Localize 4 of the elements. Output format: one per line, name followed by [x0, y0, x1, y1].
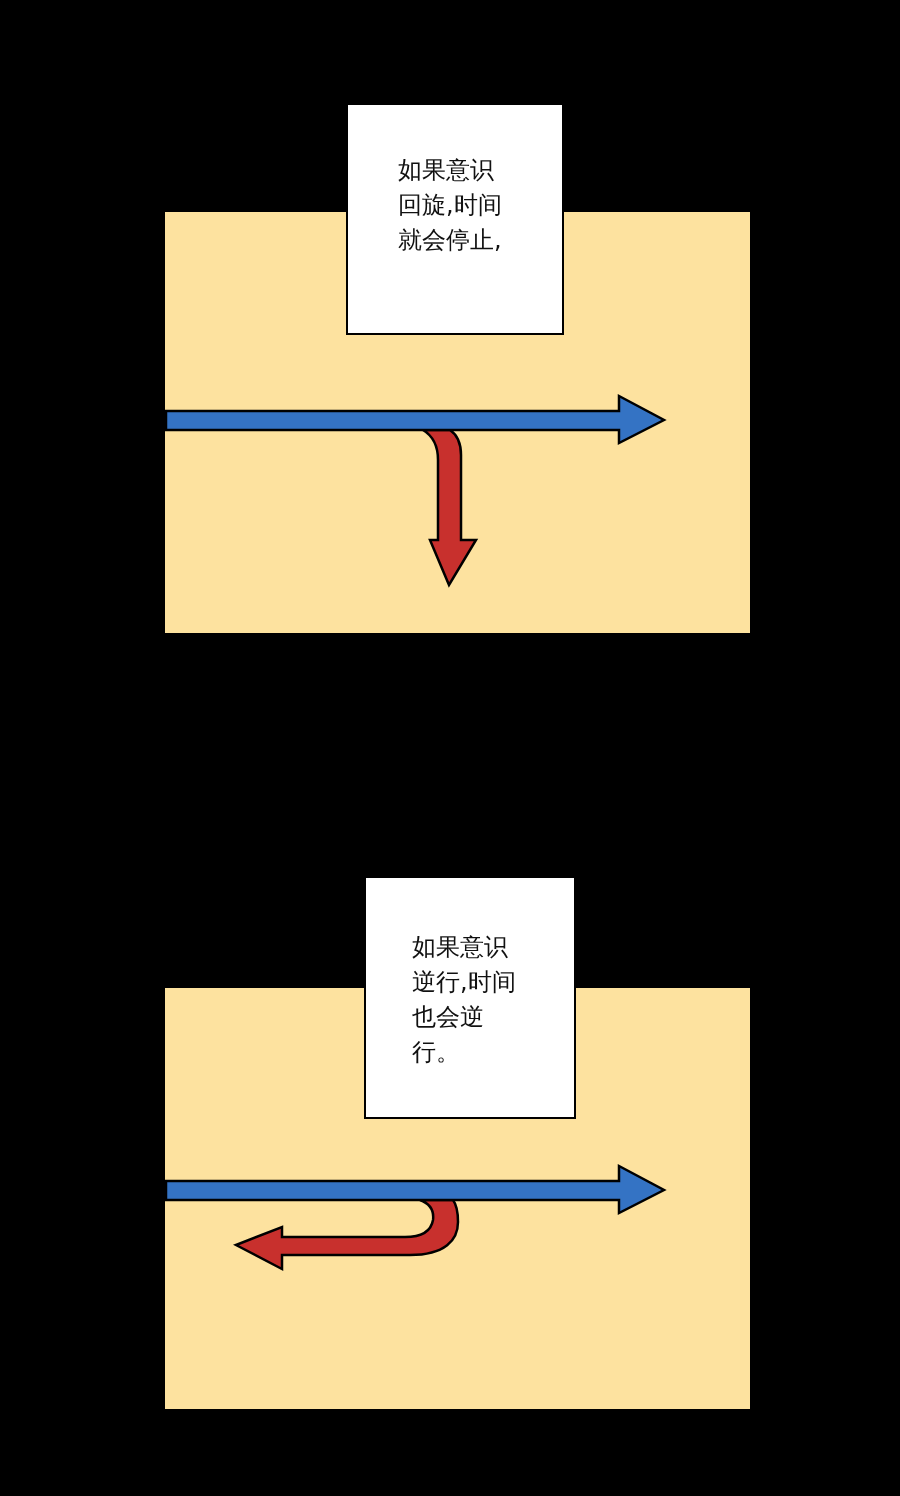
caption-box [346, 103, 564, 335]
caption-text: 如果意识回旋,时间就会停止, [398, 155, 503, 256]
caption-text: 如果意识逆行,时间也会逆行。 [412, 932, 517, 1068]
caption-box [364, 876, 576, 1119]
